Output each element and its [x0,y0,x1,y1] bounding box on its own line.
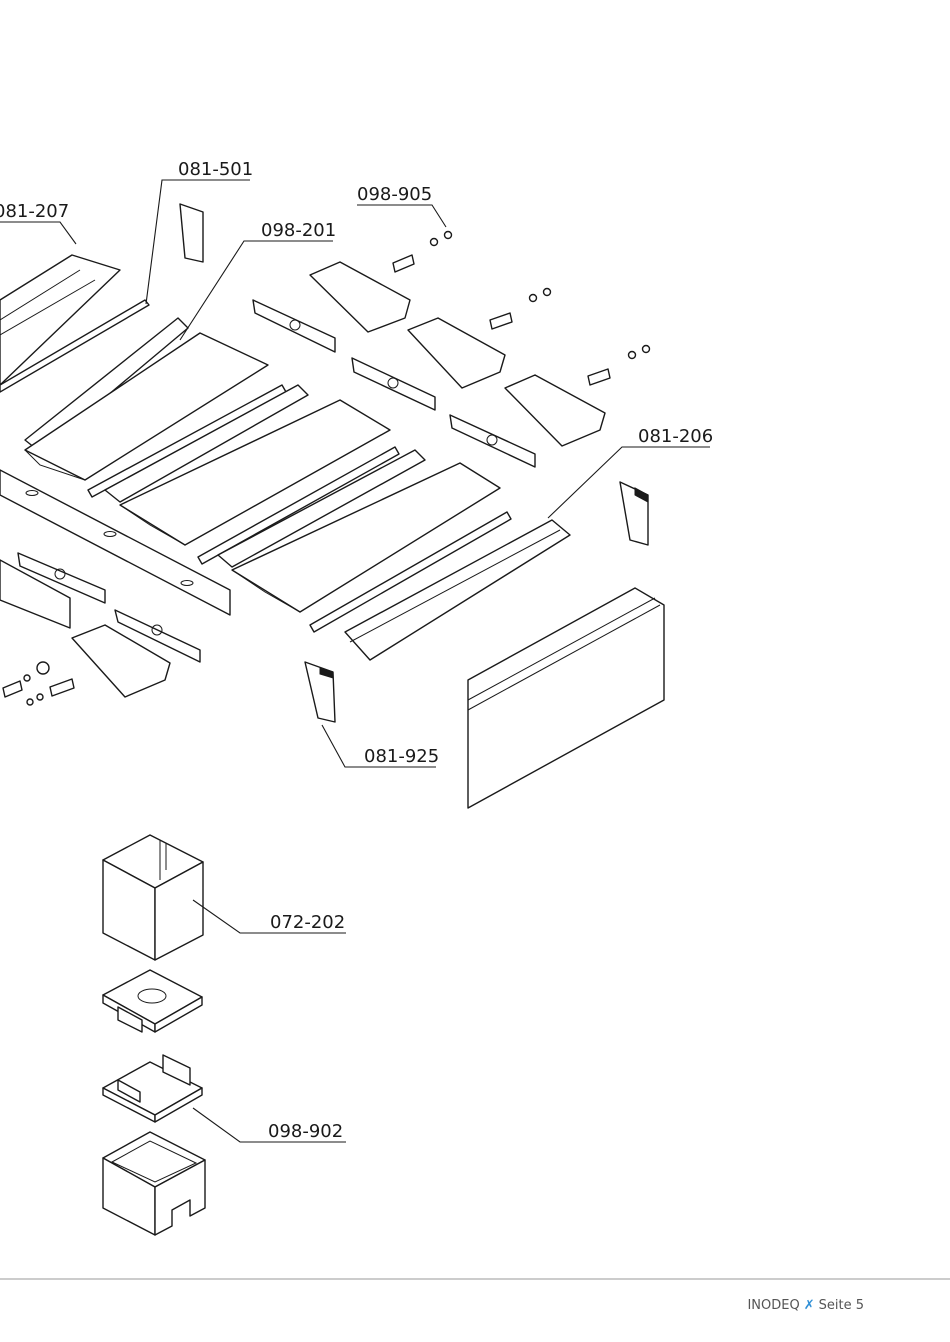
callout-081-206: 081-206 [638,426,713,447]
callout-098-902: 098-902 [268,1121,343,1142]
bracket-row-lower-left [0,552,201,698]
leader-098-905 [357,204,447,228]
leader-081-206 [547,446,710,519]
callout-098-201: 098-201 [261,220,336,241]
bolt-sets-lower-left [2,661,75,706]
leader-081-207 [0,221,77,245]
thin-rod-081-501 [0,299,150,393]
bracket-housings-upper [309,261,606,447]
callout-081-501: 081-501 [178,159,253,180]
page-number: Seite 5 [818,1298,864,1313]
mounting-plate-lower-098-902 [102,1054,203,1123]
side-panel [467,587,665,809]
end-cap-081-207 [179,203,204,263]
left-beam-partial [0,254,121,386]
callout-081-925: 081-925 [364,746,439,767]
end-cap-081-925 [304,661,336,723]
leader-081-925 [321,724,436,768]
leader-081-501 [145,179,250,305]
mounting-plate-upper [102,969,203,1033]
callout-072-202: 072-202 [270,912,345,933]
bracket-row-upper [252,299,536,468]
callout-098-905: 098-905 [357,184,432,205]
leader-098-201 [179,240,333,341]
leader-072-202 [192,899,346,934]
slat-panels [24,317,571,661]
base-box [102,1131,206,1236]
long-frame-beam [0,469,231,616]
page-footer: INODEQ ✗ Seite 5 [747,1298,864,1313]
x-mark-icon: ✗ [803,1298,815,1313]
callout-081-207: 081-207 [0,201,69,222]
brand-name: INODEQ [747,1298,800,1313]
post-sleeve-072-202 [102,834,204,961]
bolt-sets-upper [392,230,651,386]
end-cap-081-206 [619,481,649,546]
leader-098-902 [192,1107,346,1143]
